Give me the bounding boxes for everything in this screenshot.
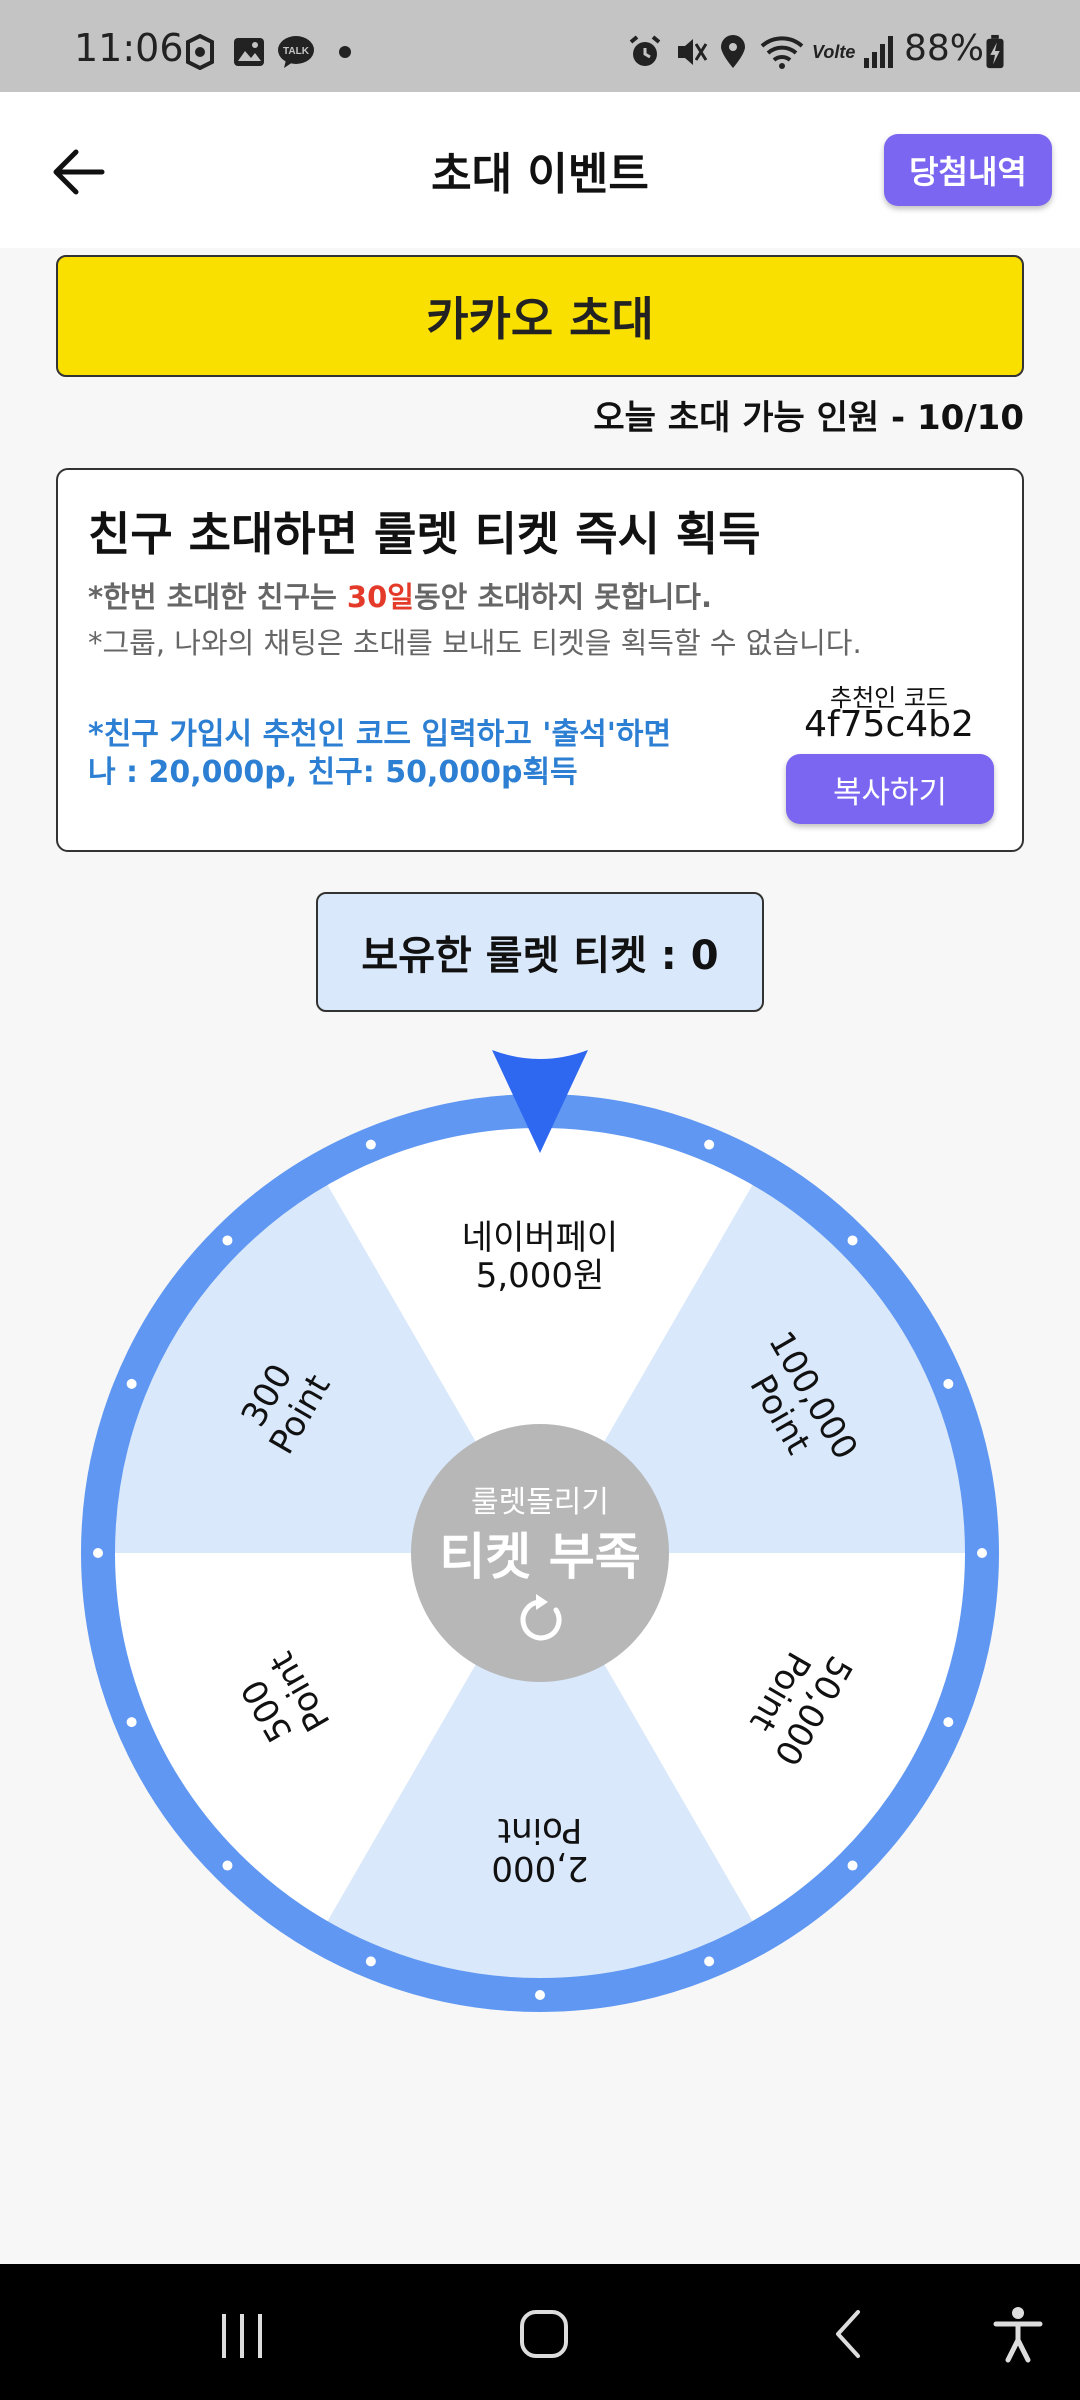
segment-prize-line-1: 2,000 bbox=[491, 1848, 588, 1888]
mute-icon bbox=[678, 39, 708, 65]
page-title: 초대 이벤트 bbox=[431, 149, 649, 200]
invite-count-text: 오늘 초대 가능 인원 - 10/10 bbox=[593, 398, 1024, 438]
back-nav-icon[interactable] bbox=[826, 2304, 870, 2364]
rim-dot bbox=[126, 1717, 137, 1728]
rim-dot bbox=[535, 1990, 545, 2000]
notice-line-2: *그룹, 나와의 채팅은 초대를 보내도 티켓을 획득할 수 없습니다. bbox=[88, 626, 862, 660]
rim-dot bbox=[365, 1956, 376, 1967]
spin-status-label: 티켓 부족 bbox=[439, 1528, 640, 1586]
reward-line-2: 나 : 20,000p, 친구: 50,000p획득 bbox=[88, 755, 578, 790]
alarm-icon bbox=[629, 35, 661, 66]
rim-dot bbox=[365, 1139, 376, 1150]
wheel-segment bbox=[325, 1123, 755, 1553]
wheel-rim-dots bbox=[93, 1139, 987, 2000]
reward-line-1: *친구 가입시 추천인 코드 입력하고 '출석'하면 bbox=[88, 717, 672, 752]
rim-dot bbox=[847, 1235, 858, 1246]
rim-dot bbox=[222, 1860, 233, 1871]
win-history-button[interactable]: 당첨내역 bbox=[884, 134, 1052, 206]
signal-icon bbox=[864, 36, 893, 68]
wheel-pointer-icon bbox=[492, 1050, 588, 1153]
spin-button[interactable] bbox=[411, 1424, 669, 1682]
home-icon[interactable] bbox=[514, 2304, 574, 2364]
battery-icon bbox=[986, 34, 1004, 69]
notice-1-highlight: 30일 bbox=[346, 580, 414, 614]
wifi-icon bbox=[760, 36, 804, 69]
rim-dot bbox=[704, 1139, 715, 1150]
refresh-icon bbox=[520, 1594, 562, 1641]
status-bar bbox=[0, 0, 1080, 92]
rim-dot bbox=[93, 1548, 103, 1558]
status-time: 11:06 bbox=[74, 26, 184, 70]
notice-1-prefix: *한번 초대한 친구는 bbox=[88, 580, 347, 614]
copy-code-button[interactable]: 복사하기 bbox=[786, 754, 994, 824]
rim-dot bbox=[943, 1378, 954, 1389]
recent-apps-icon[interactable] bbox=[214, 2308, 270, 2364]
notice-1-suffix: 동안 초대하지 못합니다. bbox=[413, 580, 712, 614]
reward-text: *친구 가입시 추천인 코드 입력하고 '출석'하면 나 : 20,000p, … bbox=[88, 716, 671, 792]
app-icon bbox=[186, 34, 214, 70]
referral-code-label: 추천인 코드 bbox=[829, 684, 949, 712]
info-card-title: 친구 초대하면 룰렛 티켓 즉시 획득 bbox=[88, 507, 761, 561]
back-arrow-icon[interactable] bbox=[48, 140, 112, 204]
rim-dot bbox=[704, 1956, 715, 1967]
accessibility-icon[interactable] bbox=[990, 2304, 1046, 2364]
referral-code-value: 4f75c4b2 bbox=[804, 704, 974, 745]
wheel-segment bbox=[325, 1553, 755, 1983]
gallery-icon bbox=[234, 38, 264, 66]
rim-dot bbox=[847, 1860, 858, 1871]
segment-prize-line-2: Point bbox=[498, 1810, 582, 1850]
dot-icon bbox=[339, 46, 351, 58]
location-icon bbox=[721, 35, 745, 68]
spin-button-label: 룰렛돌리기 bbox=[471, 1485, 609, 1520]
notice-line-1: *한번 초대한 친구는 30일동안 초대하지 못합니다. bbox=[88, 574, 712, 616]
segment-prize-line-1: 네이버페이 bbox=[462, 1218, 618, 1258]
nav-bar bbox=[0, 2264, 1080, 2400]
rim-dot bbox=[943, 1717, 954, 1728]
volte-icon: Volte bbox=[812, 42, 855, 62]
rim-dot bbox=[977, 1548, 987, 1558]
segment-prize-line-2: 5,000원 bbox=[476, 1256, 605, 1296]
talk-icon: TALK bbox=[278, 36, 314, 68]
talk-icon-text: TALK bbox=[283, 46, 310, 57]
status-battery-text: 88% bbox=[904, 28, 985, 69]
roulette-wheel[interactable]: 네이버페이5,000원100,000Point50,000Point2,000P… bbox=[0, 1040, 1080, 2020]
volte-icon-text: Volte bbox=[812, 42, 855, 62]
rim-dot bbox=[222, 1235, 233, 1246]
rim-dot bbox=[126, 1378, 137, 1389]
ticket-count-box: 보유한 룰렛 티켓 : 0 bbox=[316, 892, 764, 1012]
kakao-invite-button[interactable]: 카카오 초대 bbox=[56, 255, 1024, 377]
